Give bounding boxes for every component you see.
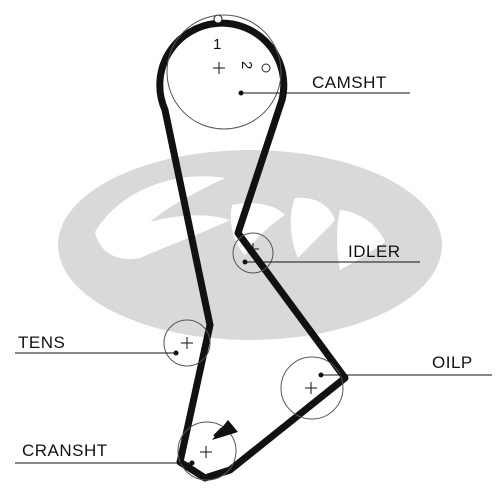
timing-belt	[156, 19, 349, 482]
label-idler: IDLER	[348, 242, 401, 261]
oil-pump-pulley-outline	[280, 356, 344, 420]
leader-lines	[15, 92, 492, 464]
cam-crosshair-icon	[213, 62, 225, 74]
label-tens: TENS	[18, 333, 65, 352]
camshaft-pulley: 1 2	[166, 14, 282, 130]
tensioner-crosshair-icon	[181, 337, 193, 349]
cam-mark-2: 2	[238, 61, 255, 69]
label-camsht: CAMSHT	[312, 73, 387, 92]
rotation-arrow-icon	[212, 420, 238, 440]
oil-pump-crosshair-icon	[305, 382, 317, 394]
label-oilp: OILP	[432, 353, 473, 372]
timing-mark-top-circle	[213, 14, 223, 24]
idler-crosshair-icon	[247, 243, 259, 255]
idler-pulley-outline	[232, 232, 274, 274]
crankshaft-pulley-outline	[177, 421, 237, 481]
tensioner-pulley-outline	[163, 319, 211, 367]
camshaft-pulley-outline	[166, 14, 282, 130]
idler-pulley	[232, 232, 274, 274]
crankshaft-pulley	[177, 420, 238, 481]
timing-mark-right-circle	[261, 63, 271, 73]
label-cransht: CRANSHT	[22, 441, 108, 460]
cam-mark-1: 1	[213, 36, 221, 53]
crankshaft-crosshair-icon	[200, 446, 212, 458]
